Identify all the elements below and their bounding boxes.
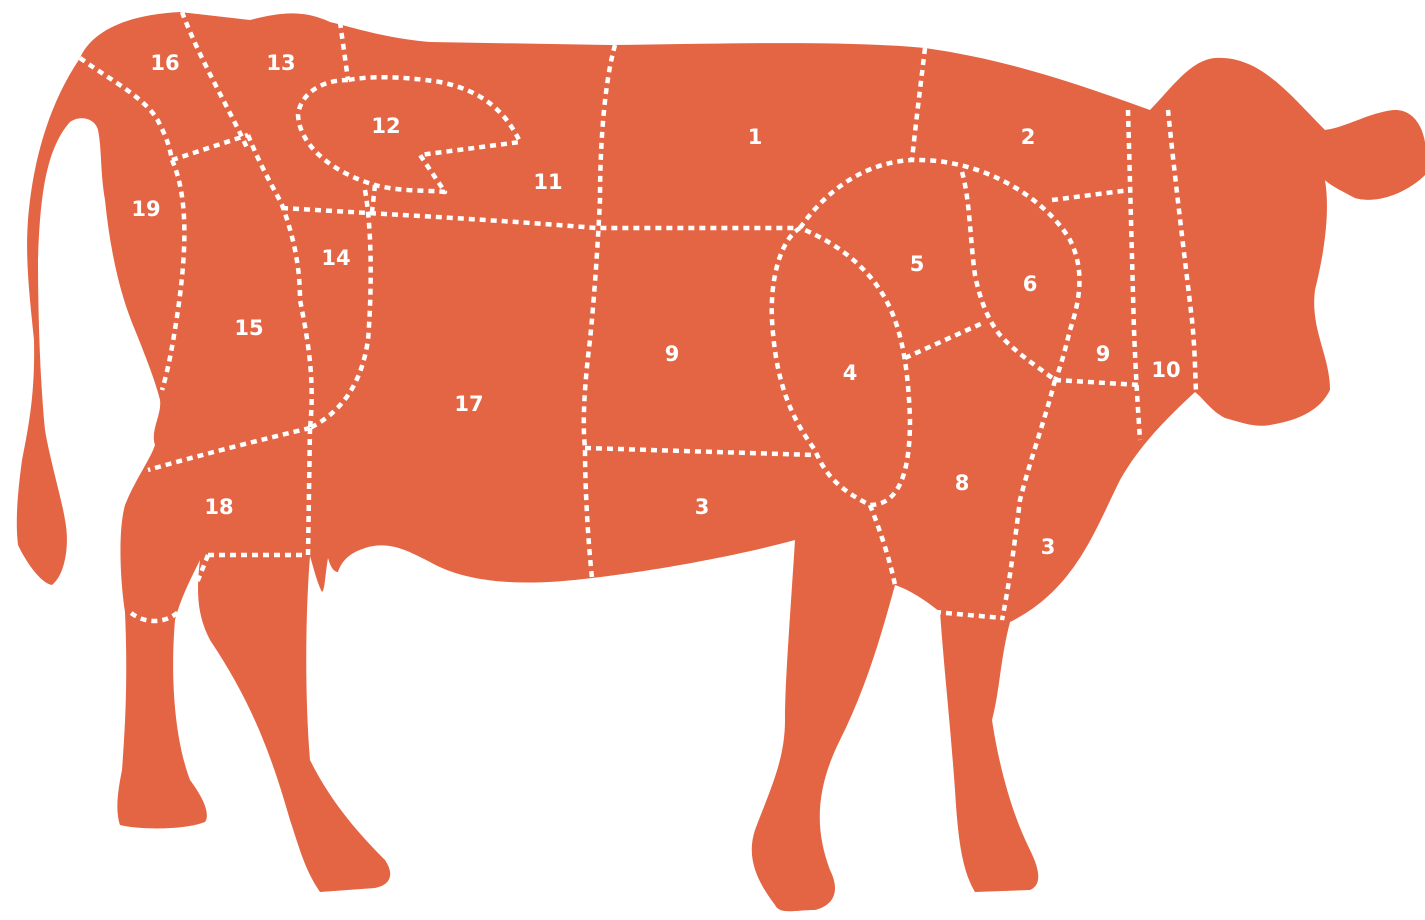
cut-label-3-belly: 3 bbox=[695, 495, 710, 519]
boundary-3-bottom bbox=[934, 609, 1003, 621]
boundary-5-arc bbox=[798, 157, 1082, 382]
boundary-14-17 bbox=[308, 189, 373, 431]
cut-label-18: 18 bbox=[204, 495, 233, 519]
cut-label-17: 17 bbox=[454, 392, 483, 416]
boundary-1-2 bbox=[909, 47, 928, 161]
cut-label-2: 2 bbox=[1021, 125, 1036, 149]
cut-label-14: 14 bbox=[321, 246, 350, 270]
boundary-16-19 bbox=[171, 132, 249, 163]
cut-label-10: 10 bbox=[1151, 358, 1180, 382]
boundary-9-bottom bbox=[1054, 377, 1141, 388]
boundary-11-top bbox=[281, 205, 800, 231]
cut-label-5: 5 bbox=[910, 252, 925, 276]
cut-boundaries bbox=[78, 11, 1199, 624]
cow-ear bbox=[1325, 110, 1425, 200]
boundary-9-10-left bbox=[1125, 109, 1143, 441]
cut-label-3-chest: 3 bbox=[1041, 535, 1056, 559]
boundary-1-left bbox=[581, 44, 618, 579]
boundary-13-right bbox=[337, 21, 351, 81]
cut-label-19: 19 bbox=[131, 197, 160, 221]
cut-label-13: 13 bbox=[266, 51, 295, 75]
cut-label-12: 12 bbox=[371, 114, 400, 138]
cut-label-1: 1 bbox=[748, 125, 763, 149]
cut-label-9-front: 9 bbox=[1096, 342, 1111, 366]
cut-label-11: 11 bbox=[533, 170, 562, 194]
boundary-5-8 bbox=[904, 319, 986, 361]
cow-silhouette bbox=[16, 12, 1425, 912]
cow-body bbox=[16, 12, 1425, 912]
cut-label-4: 4 bbox=[843, 361, 858, 385]
cut-label-15: 15 bbox=[234, 316, 263, 340]
boundary-16-13 bbox=[179, 11, 251, 151]
boundary-4-loop bbox=[769, 225, 913, 508]
boundary-16-left bbox=[78, 56, 175, 161]
boundary-18-left bbox=[128, 554, 211, 624]
boundary-8-3 bbox=[999, 379, 1058, 621]
cut-label-8: 8 bbox=[955, 471, 970, 495]
boundary-17-18 bbox=[147, 425, 311, 473]
cut-labels: 1 2 3 3 4 5 6 8 9 9 10 11 12 13 14 15 16… bbox=[131, 51, 1180, 559]
boundary-19-15 bbox=[159, 159, 187, 391]
boundary-12-14 bbox=[369, 184, 378, 213]
boundary-6-loop bbox=[959, 171, 1057, 382]
cut-label-16: 16 bbox=[150, 51, 179, 75]
boundary-9-3 bbox=[584, 445, 816, 458]
cut-label-6: 6 bbox=[1023, 272, 1038, 296]
cut-label-9-middle: 9 bbox=[665, 342, 680, 366]
boundary-12-loop bbox=[295, 74, 523, 195]
boundary-10-right bbox=[1165, 109, 1199, 393]
boundary-6-9 bbox=[1051, 187, 1131, 203]
boundary-13-15 bbox=[245, 134, 314, 429]
